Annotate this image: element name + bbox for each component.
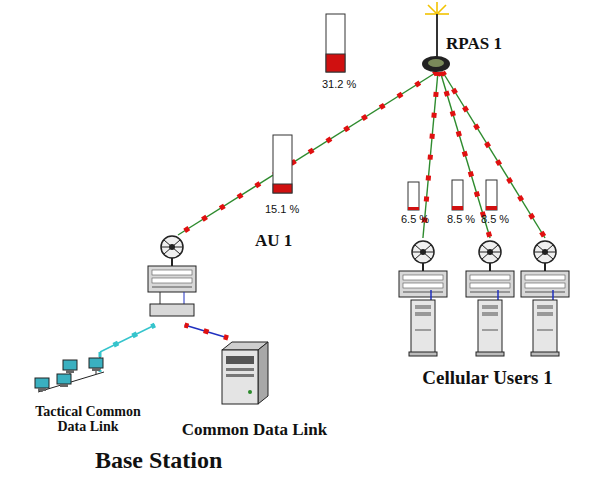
utilization-label: 15.1 % xyxy=(265,203,299,215)
traffic-dots xyxy=(100,325,155,352)
node-label: AU 1 xyxy=(255,232,315,251)
traffic-dots xyxy=(185,325,229,338)
network-node: Tactical Common Data Link xyxy=(28,352,148,442)
cellular-users-node: Cellular Users 1 xyxy=(395,238,580,398)
access-unit-node: AU 1 xyxy=(145,235,310,325)
node-label: Tactical Common Data Link xyxy=(28,404,148,435)
cellular-user-icon xyxy=(521,241,569,356)
link-line xyxy=(100,325,155,352)
utilization-label: 31.2 % xyxy=(322,78,356,90)
rpas-node: RPAS 1 xyxy=(412,18,530,72)
utilization-bar xyxy=(408,182,419,210)
utilization-label: 6.5 % xyxy=(401,213,429,225)
cellular-user-icon xyxy=(466,241,514,356)
node-label: Common Data Link xyxy=(162,421,347,440)
utilization-bar xyxy=(326,14,345,72)
access-unit-icon xyxy=(148,236,196,316)
group-title: Base Station xyxy=(95,447,222,474)
utilization-bar xyxy=(452,180,463,210)
cellular-user-icon xyxy=(399,241,447,356)
node-label: RPAS 1 xyxy=(446,35,530,54)
link-line xyxy=(443,72,545,238)
server-icon xyxy=(222,342,268,404)
traffic-dots xyxy=(178,72,437,235)
traffic-dots xyxy=(443,72,545,238)
utilization-bar xyxy=(273,135,292,193)
utilization-label: 8.5 % xyxy=(481,213,509,225)
link-line xyxy=(178,72,437,235)
node-label: Cellular Users 1 xyxy=(385,368,590,389)
network-icon xyxy=(35,352,104,392)
link-line xyxy=(185,325,229,338)
rpas-icon xyxy=(422,2,450,72)
server-node: Common Data Link xyxy=(172,338,337,442)
utilization-label: 8.5 % xyxy=(447,213,475,225)
utilization-bar xyxy=(486,180,497,210)
